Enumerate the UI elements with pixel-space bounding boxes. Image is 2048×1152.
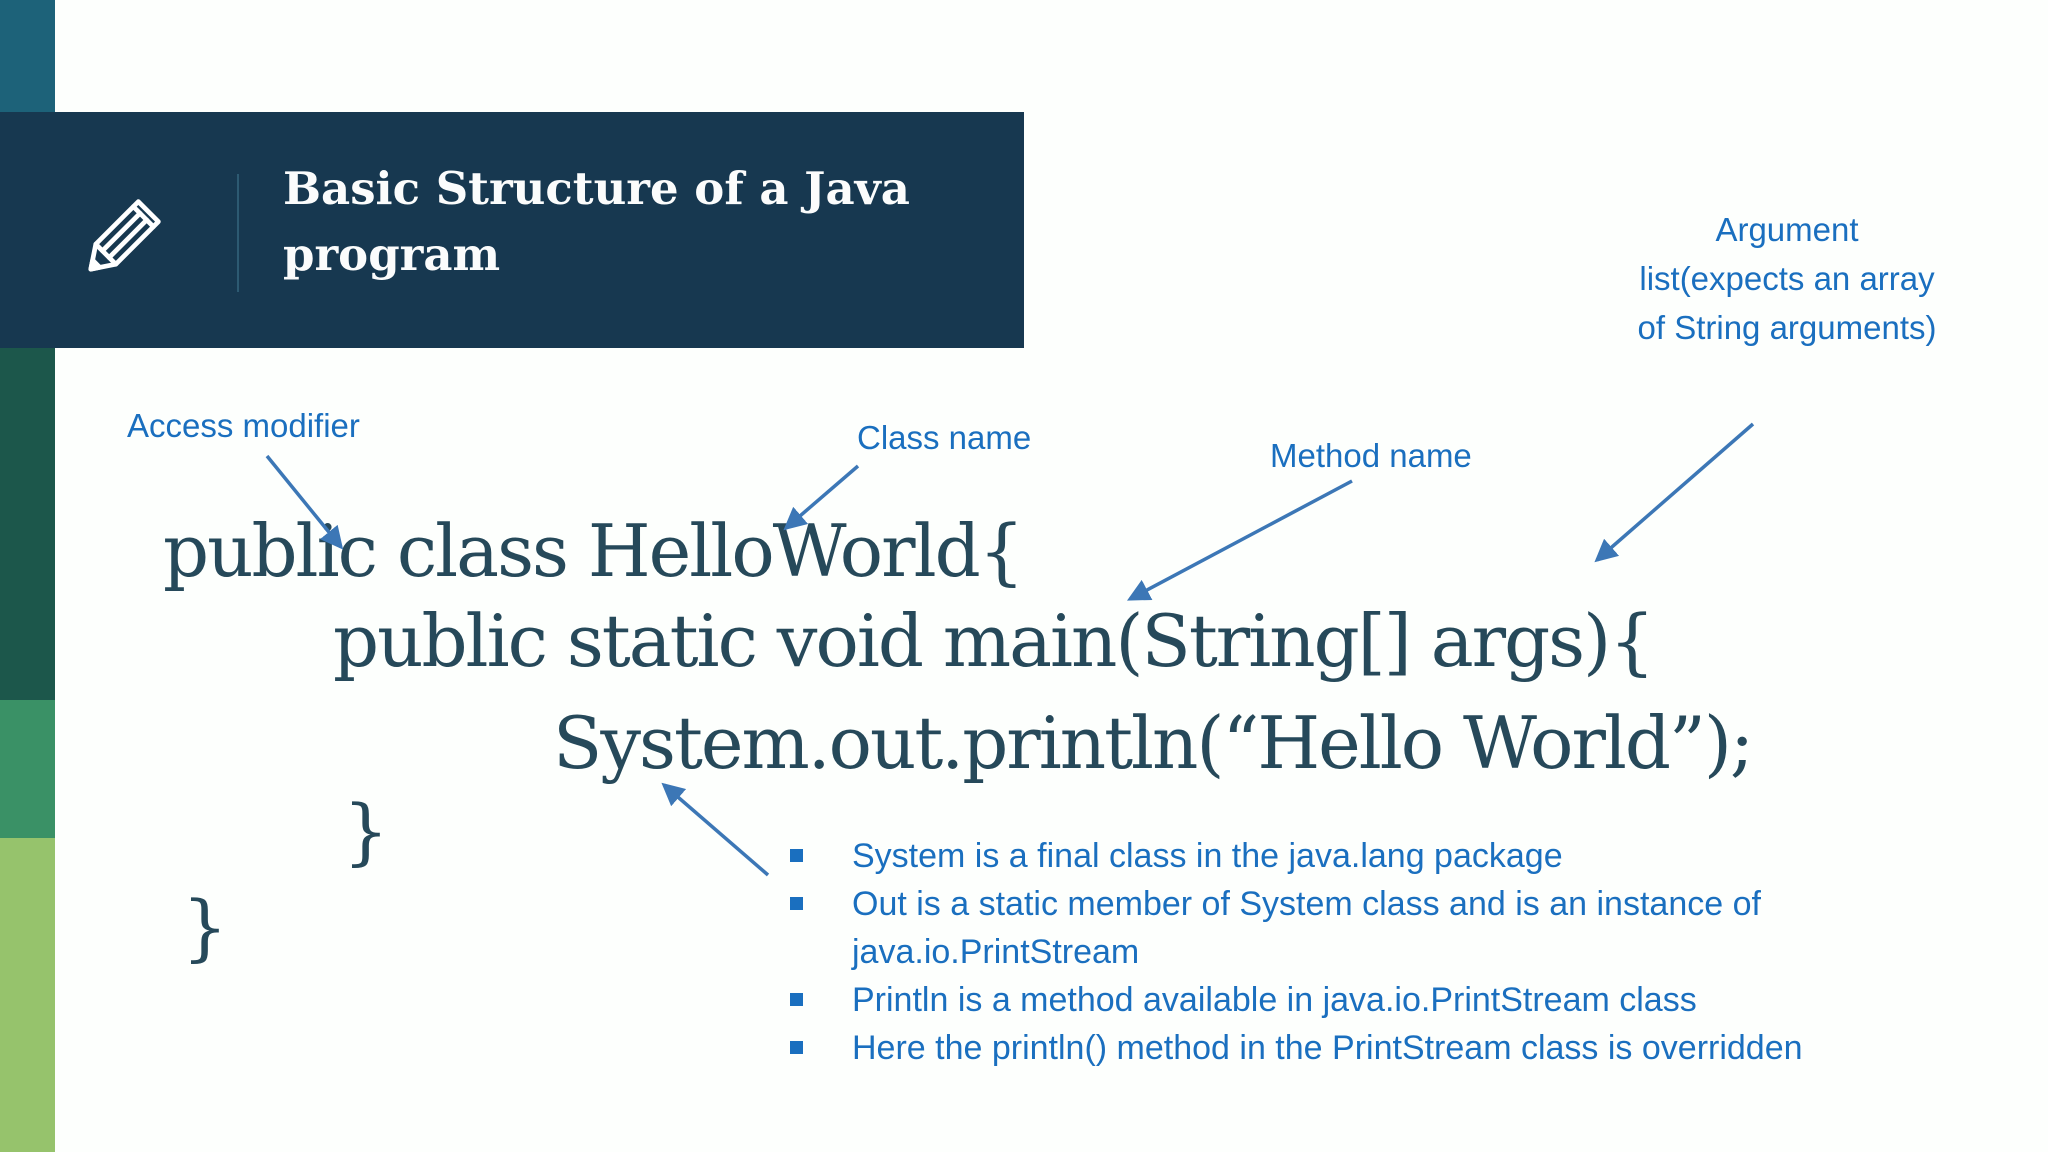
bullet-icon xyxy=(790,1041,803,1054)
method-name-arrow xyxy=(1126,479,1353,601)
list-item: Here the println() method in the PrintSt… xyxy=(790,1024,1895,1072)
argument-list-arrow xyxy=(1594,422,1755,563)
stripe-dark-green xyxy=(0,348,55,700)
bullet-text: Here the println() method in the PrintSt… xyxy=(852,1029,1803,1067)
label-access-modifier: Access modifier xyxy=(127,407,360,444)
system-note-arrow xyxy=(661,782,770,877)
bullet-icon xyxy=(790,993,803,1006)
stripe-light-green xyxy=(0,838,55,1152)
list-item: Out is a static member of System class a… xyxy=(790,880,1895,976)
bullet-text: System is a final class in the java.lang… xyxy=(852,837,1563,875)
header-banner: Basic Structure of a Java program xyxy=(0,112,1024,348)
stripe-teal xyxy=(0,0,55,112)
bullet-list: System is a final class in the java.lang… xyxy=(790,832,1895,1072)
code-line-main-method: public static void main(String[] args){ xyxy=(333,599,1655,683)
bullet-text: Out is a static member of System class a… xyxy=(852,885,1761,971)
pencil-icon xyxy=(88,199,161,272)
bullet-text: Println is a method available in java.io… xyxy=(852,981,1697,1019)
bullet-icon xyxy=(790,849,803,862)
label-argument-list: Argument list(expects an array of String… xyxy=(1637,211,1937,346)
list-item: Println is a method available in java.io… xyxy=(790,976,1895,1024)
bullet-icon xyxy=(790,897,803,910)
header-divider xyxy=(237,174,239,292)
code-line-class-declaration: public class HelloWorld{ xyxy=(163,509,1024,593)
label-class-name: Class name xyxy=(857,419,1032,456)
code-line-close-brace-class: } xyxy=(182,885,228,969)
code-line-close-brace-method: } xyxy=(343,789,389,873)
page-title: Basic Structure of a Java program xyxy=(283,156,983,288)
stripe-mid-green xyxy=(0,700,55,838)
page-title-line2: program xyxy=(283,228,501,281)
code-line-println: System.out.println(“Hello World”); xyxy=(553,701,1754,785)
page-title-line1: Basic Structure of a Java xyxy=(283,162,910,215)
list-item: System is a final class in the java.lang… xyxy=(790,832,1895,880)
label-method-name: Method name xyxy=(1270,437,1472,474)
